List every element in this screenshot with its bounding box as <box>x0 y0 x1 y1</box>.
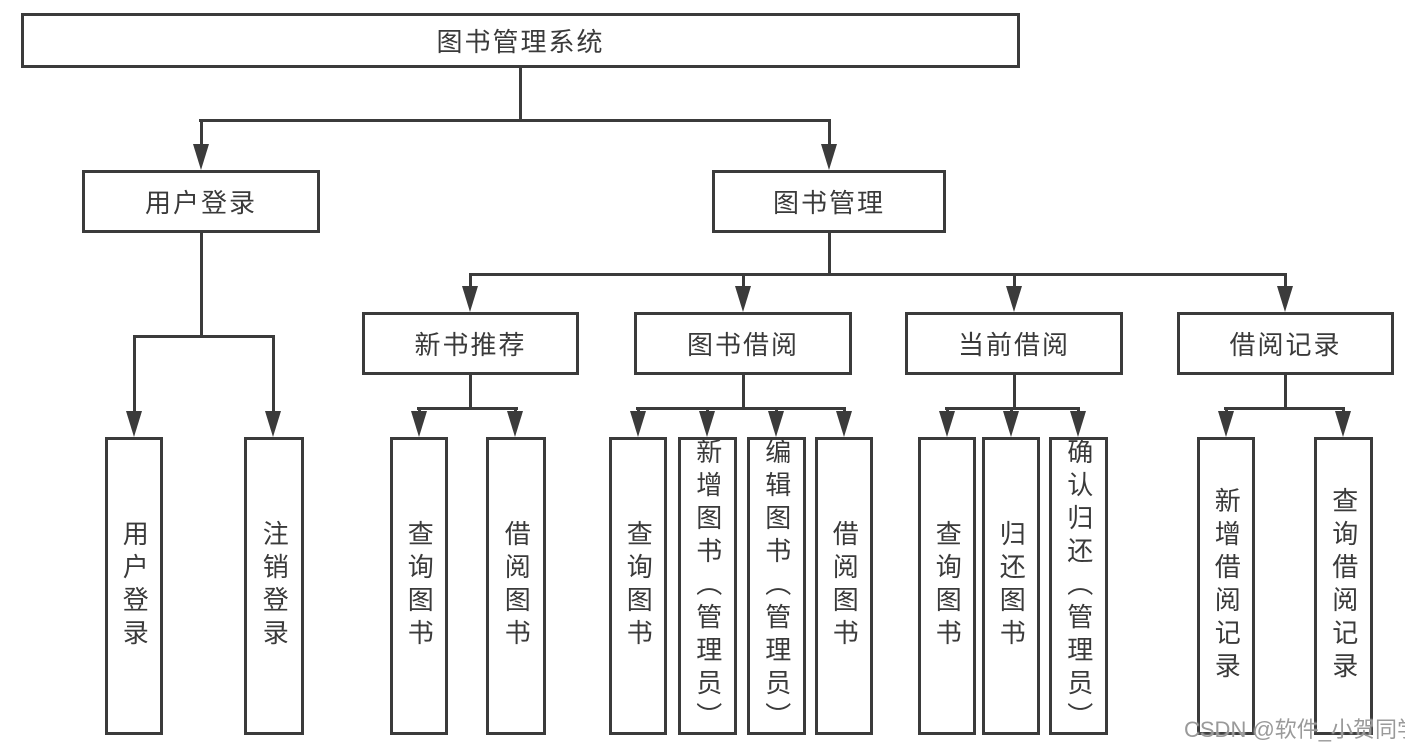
connector-root-stem <box>519 68 522 119</box>
leaf-borrow-books-label: 借阅图书 <box>829 520 860 652</box>
leaf-confirm-return-admin: 确认归还（管理员） <box>1049 437 1108 735</box>
connector-to-records <box>1284 273 1287 288</box>
node-new-book-recommendation-label: 新书推荐 <box>414 330 527 360</box>
arrowhead-current-leaf2 <box>1003 411 1019 437</box>
arrowhead-leaf-logout <box>265 411 281 437</box>
leaf-return-books-label: 归还图书 <box>996 520 1027 652</box>
node-library-system-label: 图书管理系统 <box>436 27 605 57</box>
leaf-borrow-query-books-label: 查询图书 <box>623 520 654 652</box>
leaf-current-query-books: 查询图书 <box>918 437 976 735</box>
leaf-add-books-admin: 新增图书（管理员） <box>678 437 737 735</box>
arrowhead-records-leaf2 <box>1335 411 1351 437</box>
leaf-current-query-books-label: 查询图书 <box>932 520 963 652</box>
node-current-borrowing: 当前借阅 <box>905 312 1123 375</box>
arrowhead-current <box>1006 286 1022 312</box>
connector-to-book-management <box>828 119 831 147</box>
arrowhead-new-book <box>462 286 478 312</box>
leaf-borrow-books: 借阅图书 <box>815 437 873 735</box>
connector-management-stem <box>828 233 831 275</box>
leaf-logout-label: 注销登录 <box>259 520 290 652</box>
arrowhead-borrowing-leaf4 <box>836 411 852 437</box>
connector-root-branch <box>199 119 831 122</box>
leaf-add-borrow-record-label: 新增借阅记录 <box>1211 487 1242 685</box>
leaf-edit-books-admin: 编辑图书（管理员） <box>747 437 806 735</box>
leaf-query-borrow-record: 查询借阅记录 <box>1314 437 1373 735</box>
arrowhead-borrowing <box>735 286 751 312</box>
leaf-new-query-books: 查询图书 <box>390 437 448 735</box>
arrowhead-borrowing-leaf3 <box>768 411 784 437</box>
connector-to-leaf-logout <box>272 335 275 413</box>
leaf-return-books: 归还图书 <box>982 437 1040 735</box>
connector-to-leaf-user-login <box>133 335 136 413</box>
node-book-management-label: 图书管理 <box>772 188 885 218</box>
leaf-query-borrow-record-label: 查询借阅记录 <box>1328 487 1359 685</box>
leaf-logout: 注销登录 <box>244 437 304 735</box>
leaf-user-login: 用户登录 <box>105 437 163 735</box>
connector-newbook-branch <box>417 407 518 410</box>
arrowhead-records-leaf1 <box>1218 411 1234 437</box>
connector-records-branch <box>1224 407 1345 410</box>
connector-login-stem <box>200 233 203 335</box>
leaf-user-login-label: 用户登录 <box>119 520 150 652</box>
arrowhead-current-leaf1 <box>939 411 955 437</box>
connector-to-user-login <box>200 119 203 147</box>
node-user-login-label: 用户登录 <box>144 188 257 218</box>
leaf-new-borrow-books-label: 借阅图书 <box>501 520 532 652</box>
connector-to-borrowing <box>742 273 745 288</box>
arrowhead-borrowing-leaf1 <box>630 411 646 437</box>
connector-borrowing-branch <box>636 407 846 410</box>
connector-newbook-stem <box>469 375 472 410</box>
node-new-book-recommendation: 新书推荐 <box>362 312 579 375</box>
leaf-borrow-query-books: 查询图书 <box>609 437 667 735</box>
connector-records-stem <box>1284 375 1287 410</box>
arrowhead-current-leaf3 <box>1070 411 1086 437</box>
node-borrowing-records: 借阅记录 <box>1177 312 1394 375</box>
connector-management-branch <box>469 273 1287 276</box>
node-library-system: 图书管理系统 <box>21 13 1020 68</box>
leaf-new-query-books-label: 查询图书 <box>404 520 435 652</box>
arrowhead-records <box>1277 286 1293 312</box>
arrowhead-newbook-leaf2 <box>507 411 523 437</box>
arrowhead-borrowing-leaf2 <box>699 411 715 437</box>
arrowhead-user-login <box>193 144 209 170</box>
node-book-borrowing-label: 图书借阅 <box>686 330 799 360</box>
leaf-add-books-admin-label: 新增图书（管理员） <box>692 437 723 735</box>
connector-current-stem <box>1013 375 1016 410</box>
node-user-login: 用户登录 <box>82 170 320 233</box>
connector-to-new-book <box>469 273 472 288</box>
leaf-edit-books-admin-label: 编辑图书（管理员） <box>761 437 792 735</box>
node-book-borrowing: 图书借阅 <box>634 312 852 375</box>
connector-to-current <box>1013 273 1016 288</box>
node-book-management: 图书管理 <box>712 170 946 233</box>
leaf-add-borrow-record: 新增借阅记录 <box>1197 437 1255 735</box>
leaf-new-borrow-books: 借阅图书 <box>486 437 546 735</box>
node-current-borrowing-label: 当前借阅 <box>957 330 1070 360</box>
leaf-confirm-return-admin-label: 确认归还（管理员） <box>1063 437 1094 735</box>
node-borrowing-records-label: 借阅记录 <box>1229 330 1342 360</box>
arrowhead-newbook-leaf1 <box>411 411 427 437</box>
arrowhead-book-management <box>821 144 837 170</box>
csdn-watermark: CSDN @软件_小贺同学 <box>1184 717 1405 742</box>
connector-borrowing-stem <box>742 375 745 410</box>
connector-login-branch <box>133 335 275 338</box>
arrowhead-leaf-user-login <box>126 411 142 437</box>
